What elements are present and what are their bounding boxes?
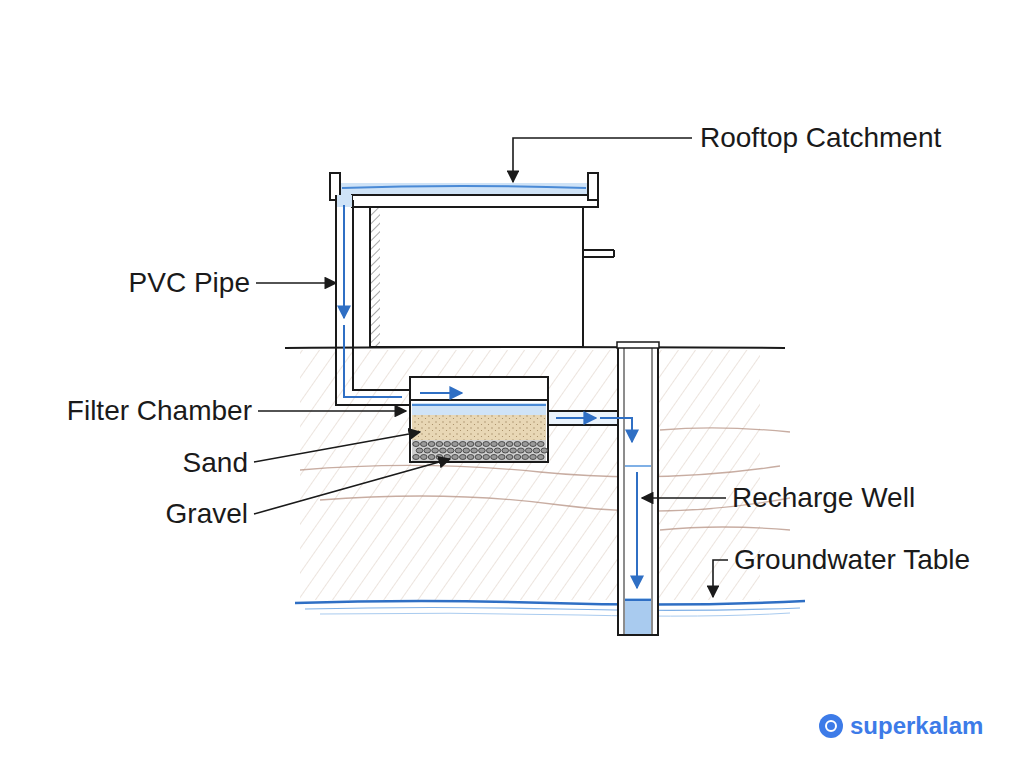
part-label: Sand xyxy=(183,447,248,479)
recharge-well xyxy=(600,342,659,635)
groundwater xyxy=(295,601,805,616)
house xyxy=(330,173,614,347)
pvc-pipe xyxy=(336,195,410,405)
gravel-stones xyxy=(413,442,548,460)
part-label: PVC Pipe xyxy=(129,267,250,299)
leader-lines xyxy=(254,138,728,597)
part-label: Rooftop Catchment xyxy=(700,122,941,154)
part-label: Recharge Well xyxy=(732,482,915,514)
watermark-logo xyxy=(819,714,843,738)
filter-chamber xyxy=(410,377,548,462)
part-label: Filter Chamber xyxy=(67,395,252,427)
soil xyxy=(300,350,790,600)
part-label: Groundwater Table xyxy=(734,544,970,576)
watermark: superkalam xyxy=(850,712,983,740)
part-label: Gravel xyxy=(166,498,248,530)
